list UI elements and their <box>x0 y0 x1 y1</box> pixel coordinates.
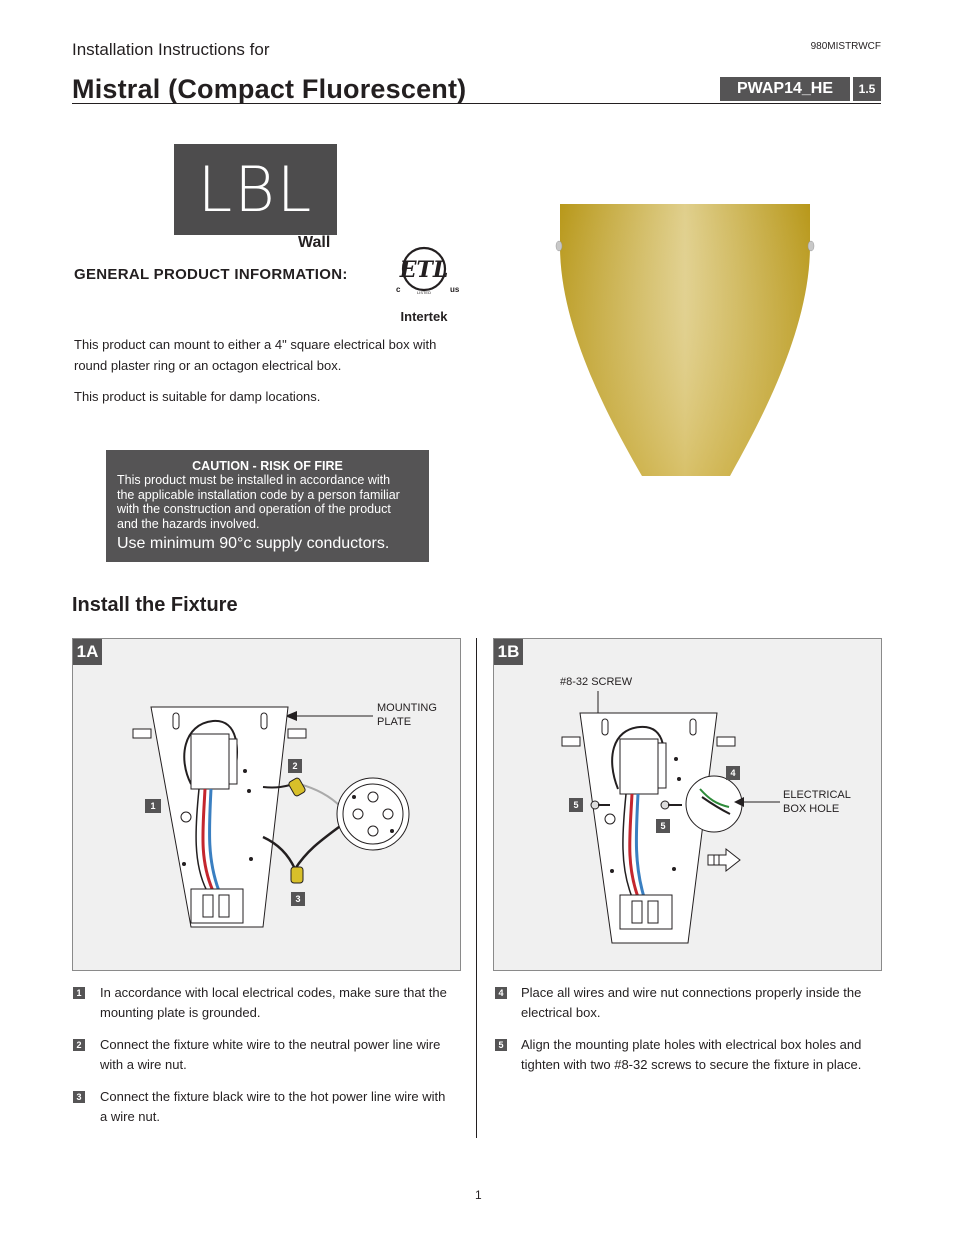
screw-label: #8-32 SCREW <box>560 676 633 688</box>
step-2-line1: Connect the fixture white wire to the ne… <box>100 1037 441 1052</box>
step-4-text: Place all wires and wire nut connections… <box>521 983 861 1023</box>
marker-1a-2: 2 <box>288 759 302 773</box>
step-4-number: 4 <box>495 987 507 999</box>
general-info-heading: GENERAL PRODUCT INFORMATION: <box>74 266 348 283</box>
etl-listed: LISTED <box>417 290 431 295</box>
step-2-line2: with a wire nut. <box>100 1057 187 1072</box>
step-5-line1: Align the mounting plate holes with elec… <box>521 1037 862 1052</box>
box-hole-label: ELECTRICAL BOX HOLE <box>783 788 851 816</box>
mounting-plate-label-line2: PLATE <box>377 716 412 728</box>
step-1-number: 1 <box>73 987 85 999</box>
step-2-text: Connect the fixture white wire to the ne… <box>100 1035 440 1075</box>
damp-location-info: This product is suitable for damp locati… <box>74 389 321 404</box>
column-divider <box>476 638 477 1138</box>
model-badge: PWAP14_HE <box>720 77 850 101</box>
step-1b-panel: 1B #8-32 SCREW ELECTRICAL BOX HOLE <box>493 638 882 971</box>
mounting-info-line2: round plaster ring or an octagon electri… <box>74 358 342 373</box>
caution-line3: with the construction and operation of t… <box>117 502 391 516</box>
step-4-line2: electrical box. <box>521 1005 601 1020</box>
mounting-diagram-1b <box>561 691 780 944</box>
install-heading: Install the Fixture <box>72 594 238 616</box>
mounting-plate-label: MOUNTING PLATE <box>377 701 437 729</box>
header-rule <box>72 103 881 104</box>
etl-certification-icon: ETL c us LISTED Intertek <box>396 246 460 324</box>
mounting-info: This product can mount to either a 4" sq… <box>74 334 454 376</box>
brand-logo: LBL <box>174 144 337 235</box>
doc-subtitle: Installation Instructions for <box>72 40 270 59</box>
step-3-number: 3 <box>73 1091 85 1103</box>
version-badge: 1.5 <box>853 77 881 101</box>
panel-1b-tag: 1B <box>494 639 523 665</box>
caution-line2: the applicable installation code by a pe… <box>117 487 400 502</box>
mounting-plate-label-line1: MOUNTING <box>377 702 437 714</box>
conductor-requirement: Use minimum 90°c supply conductors. <box>117 535 390 552</box>
etl-letters: ETL <box>399 257 449 283</box>
step-1-line1: In accordance with local electrical code… <box>100 985 447 1000</box>
caution-heading: CAUTION - RISK OF FIRE <box>192 459 343 473</box>
marker-1a-3: 3 <box>291 892 305 906</box>
step-2-number: 2 <box>73 1039 85 1051</box>
step-1-line2: mounting plate is grounded. <box>100 1005 261 1020</box>
fixture-shade-image <box>555 204 815 476</box>
step-5-text: Align the mounting plate holes with elec… <box>521 1035 861 1075</box>
page-title: Mistral (Compact Fluorescent) <box>72 74 467 104</box>
doc-number: 980MISTRWCF <box>810 41 881 52</box>
step-5-number: 5 <box>495 1039 507 1051</box>
marker-1b-5-left: 5 <box>569 798 583 812</box>
page-number: 1 <box>475 1188 482 1202</box>
etl-us-mark: us <box>450 285 460 294</box>
box-hole-label-line1: ELECTRICAL <box>783 789 851 801</box>
step-4-line1: Place all wires and wire nut connections… <box>521 985 862 1000</box>
step-1a-panel: 1A MOUNTING PLATE <box>72 638 461 971</box>
step-3-text: Connect the fixture black wire to the ho… <box>100 1087 445 1127</box>
marker-1a-1: 1 <box>145 799 161 813</box>
mounting-info-line1: This product can mount to either a 4" sq… <box>74 337 437 352</box>
panel-1a-tag: 1A <box>73 639 102 665</box>
caution-line4: and the hazards involved. <box>117 516 260 531</box>
intertek-name: Intertek <box>401 309 449 324</box>
etl-c-mark: c <box>396 285 401 294</box>
marker-1b-4: 4 <box>726 766 740 780</box>
step-1-text: In accordance with local electrical code… <box>100 983 447 1023</box>
step-3-line1: Connect the fixture black wire to the ho… <box>100 1089 446 1104</box>
category-label: Wall <box>298 234 331 251</box>
step-3-line2: a wire nut. <box>100 1109 160 1124</box>
step-5-line2: tighten with two #8-32 screws to secure … <box>521 1057 862 1072</box>
caution-box: CAUTION - RISK OF FIRE This product must… <box>106 450 429 562</box>
wiring-diagram-1a <box>132 706 410 928</box>
box-hole-label-line2: BOX HOLE <box>783 803 840 815</box>
caution-line1: This product must be installed in accord… <box>117 473 391 487</box>
marker-1b-5-right: 5 <box>656 819 670 833</box>
